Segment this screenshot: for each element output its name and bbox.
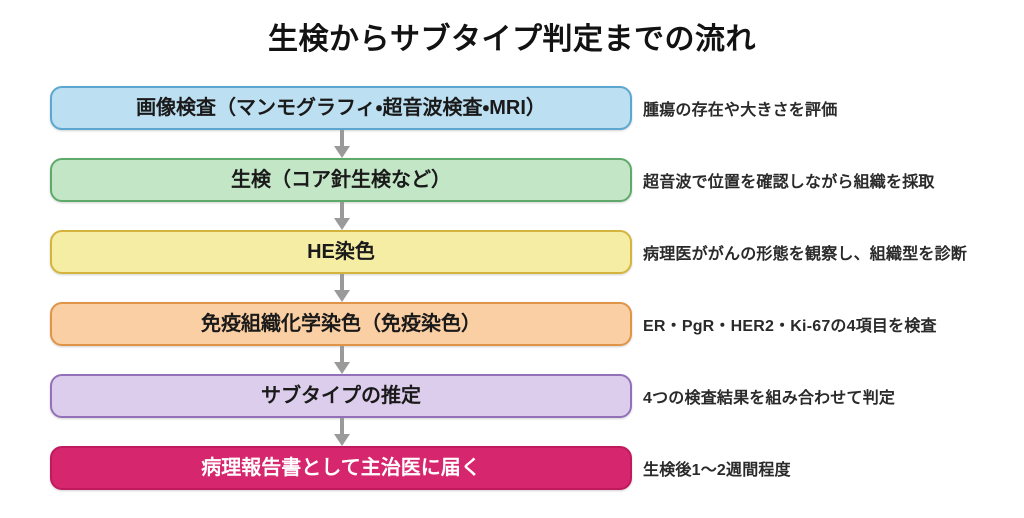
page-title: 生検からサブタイプ判定までの流れ [268, 23, 756, 56]
flow-step-box-3[interactable]: HE染色 [50, 230, 632, 274]
flow-step: HE染色 病理医ががんの形態を観察し、組織型を診断 [0, 230, 1024, 302]
flow-step-note-1: 腫瘍の存在や大きさを評価 [643, 102, 838, 119]
flow-step: 病理報告書として主治医に届く 生検後1〜2週間程度 [0, 446, 1024, 518]
down-arrow-icon [334, 418, 350, 446]
flow-step: サブタイプの推定 4つの検査結果を組み合わせて判定 [0, 374, 1024, 446]
flow-step-box-5[interactable]: サブタイプの推定 [50, 374, 632, 418]
flow-step-note-5: 4つの検査結果を組み合わせて判定 [643, 390, 896, 407]
flow-step-box-6[interactable]: 病理報告書として主治医に届く [50, 446, 632, 490]
flow-step: 生検（コア針生検など） 超音波で位置を確認しながら組織を採取 [0, 158, 1024, 230]
down-arrow-icon [334, 202, 350, 230]
down-arrow-icon [334, 346, 350, 374]
down-arrow-icon [334, 274, 350, 302]
flow-step: 画像検査（マンモグラフィ・超音波検査・MRI） 腫瘍の存在や大きさを評価 [0, 86, 1024, 158]
flow-step-label: HE染色 [307, 241, 375, 263]
flow-step-note-2: 超音波で位置を確認しながら組織を採取 [643, 174, 935, 191]
flow-step-label: サブタイプの推定 [261, 385, 421, 407]
flow-step-box-2[interactable]: 生検（コア針生検など） [50, 158, 632, 202]
flow-step-label: 免疫組織化学染色（免疫染色） [201, 313, 481, 335]
down-arrow-icon [334, 130, 350, 158]
flow-step-box-1[interactable]: 画像検査（マンモグラフィ・超音波検査・MRI） [50, 86, 632, 130]
flow-step-label: 生検（コア針生検など） [231, 169, 451, 191]
flow-step-note-3: 病理医ががんの形態を観察し、組織型を診断 [643, 246, 968, 263]
flow-step: 免疫組織化学染色（免疫染色） ER・PgR・HER2・Ki-67の4項目を検査 [0, 302, 1024, 374]
flow-step-list: 画像検査（マンモグラフィ・超音波検査・MRI） 腫瘍の存在や大きさを評価 生検（… [0, 86, 1024, 518]
flow-step-note-6: 生検後1〜2週間程度 [643, 462, 791, 479]
flow-step-label: 画像検査（マンモグラフィ・超音波検査・MRI） [136, 97, 546, 119]
flowchart-diagram: 生検からサブタイプ判定までの流れ 画像検査（マンモグラフィ・超音波検査・MRI）… [50, 23, 967, 490]
flow-step-label: 病理報告書として主治医に届く [201, 457, 481, 479]
flow-step-note-4: ER・PgR・HER2・Ki-67の4項目を検査 [643, 318, 937, 335]
flow-step-box-4[interactable]: 免疫組織化学染色（免疫染色） [50, 302, 632, 346]
